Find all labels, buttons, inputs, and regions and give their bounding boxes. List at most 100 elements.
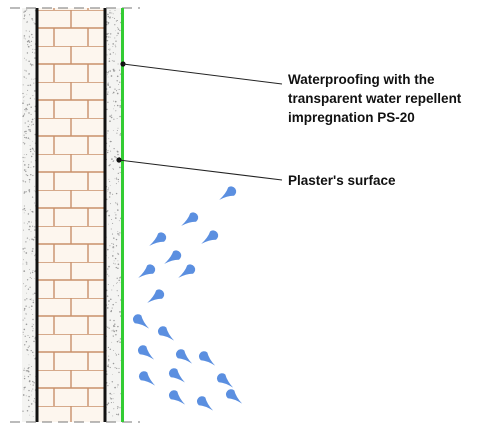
plaster-speckle	[117, 181, 119, 183]
plaster-speckle	[34, 229, 36, 231]
plaster-speckle	[27, 288, 30, 290]
plaster-speckle	[23, 76, 25, 78]
plaster-speckle	[24, 142, 26, 144]
plaster-speckle	[109, 245, 111, 247]
plaster-speckle	[28, 128, 30, 131]
plaster-speckle	[116, 92, 119, 95]
plaster-speckle	[22, 410, 24, 412]
plaster-speckle	[26, 298, 28, 300]
plaster-speckle	[32, 415, 34, 417]
water-drop-icon	[169, 368, 186, 383]
plaster-speckle	[24, 77, 26, 78]
plaster-speckle	[110, 298, 112, 301]
plaster-speckle	[28, 41, 31, 43]
plaster-speckle	[23, 154, 25, 155]
plaster-speckle	[116, 177, 118, 179]
plaster-speckle	[112, 303, 114, 306]
plaster-speckle	[113, 237, 115, 239]
plaster-speckle	[33, 324, 34, 326]
plaster-speckle	[106, 21, 108, 23]
plaster-speckle	[27, 120, 29, 122]
plaster-speckle	[32, 149, 34, 151]
plaster-speckle	[23, 113, 26, 115]
plaster-speckle	[119, 282, 121, 284]
plaster-speckle	[23, 386, 26, 389]
plaster-speckle	[117, 172, 119, 175]
water-drop-icon	[226, 389, 243, 404]
plaster-speckle	[23, 309, 25, 311]
plaster-speckle	[107, 82, 109, 84]
plaster-speckle	[109, 16, 111, 18]
plaster-speckle	[115, 333, 117, 336]
plaster-speckle	[26, 370, 29, 372]
plaster-speckle	[32, 388, 34, 390]
plaster-speckle	[29, 276, 31, 278]
plaster-speckle	[112, 43, 115, 45]
plaster-speckle	[115, 301, 117, 303]
plaster-speckle	[112, 222, 114, 224]
plaster-speckle	[28, 221, 30, 223]
plaster-speckle	[32, 174, 34, 177]
plaster-speckle	[112, 168, 114, 170]
plaster-speckle	[30, 167, 32, 168]
plaster-speckle	[26, 174, 29, 177]
plaster-speckle	[113, 147, 115, 150]
plaster-speckle	[109, 191, 111, 194]
plaster-speckle	[114, 257, 117, 260]
plaster-speckle	[24, 344, 26, 346]
plaster-speckle	[116, 202, 118, 204]
plaster-speckle	[23, 169, 26, 171]
plaster-speckle	[31, 147, 34, 150]
plaster-speckle	[111, 341, 113, 343]
plaster-speckle	[31, 309, 32, 310]
plaster-speckle	[108, 43, 110, 45]
plaster-speckle	[108, 265, 110, 268]
plaster-speckle	[113, 159, 115, 161]
plaster-speckle	[25, 30, 27, 32]
plaster-speckle	[107, 71, 109, 74]
plaster-speckle	[23, 251, 25, 253]
waterproofing-label-line-1: Waterproofing with the	[288, 72, 435, 87]
plaster-speckle	[31, 121, 33, 123]
plaster-surface-label: Plaster's surface	[288, 173, 396, 188]
plaster-speckle	[107, 33, 109, 35]
plaster-speckle	[31, 323, 33, 325]
plaster-speckle	[22, 229, 24, 231]
plaster-speckle	[32, 238, 35, 241]
plaster-speckle	[28, 239, 30, 241]
plaster-speckle	[112, 415, 114, 417]
plaster-speckle	[32, 380, 34, 383]
plaster-speckle	[112, 52, 114, 54]
plaster-speckle	[34, 337, 36, 339]
plaster-speckle	[34, 150, 35, 152]
plaster-speckle	[114, 9, 116, 11]
plaster-speckle	[24, 209, 26, 211]
plaster-speckle	[23, 389, 25, 391]
plaster-speckle	[24, 136, 26, 138]
plaster-speckle	[32, 328, 34, 330]
plaster-speckle	[25, 170, 27, 173]
plaster-speckle	[112, 91, 115, 94]
plaster-speckle	[109, 397, 111, 399]
plaster-speckle	[22, 248, 24, 250]
plaster-speckle	[108, 383, 110, 385]
plaster-speckle	[32, 335, 34, 338]
plaster-speckle	[22, 102, 24, 105]
plaster-layer-outer	[105, 8, 122, 422]
plaster-speckle	[33, 22, 35, 24]
plaster-speckle	[24, 57, 26, 59]
plaster-speckle	[26, 21, 28, 23]
plaster-speckle	[119, 341, 121, 344]
plaster-speckle	[107, 346, 110, 349]
plaster-speckle	[24, 10, 26, 12]
plaster-speckle	[114, 386, 116, 389]
plaster-speckle	[112, 335, 114, 337]
plaster-speckle	[114, 37, 116, 39]
plaster-speckle	[118, 220, 120, 222]
plaster-speckle	[114, 263, 116, 265]
plaster-speckle	[107, 13, 109, 16]
plaster-speckle	[107, 48, 109, 50]
plaster-speckle	[115, 20, 117, 22]
plaster-speckle	[117, 27, 119, 29]
